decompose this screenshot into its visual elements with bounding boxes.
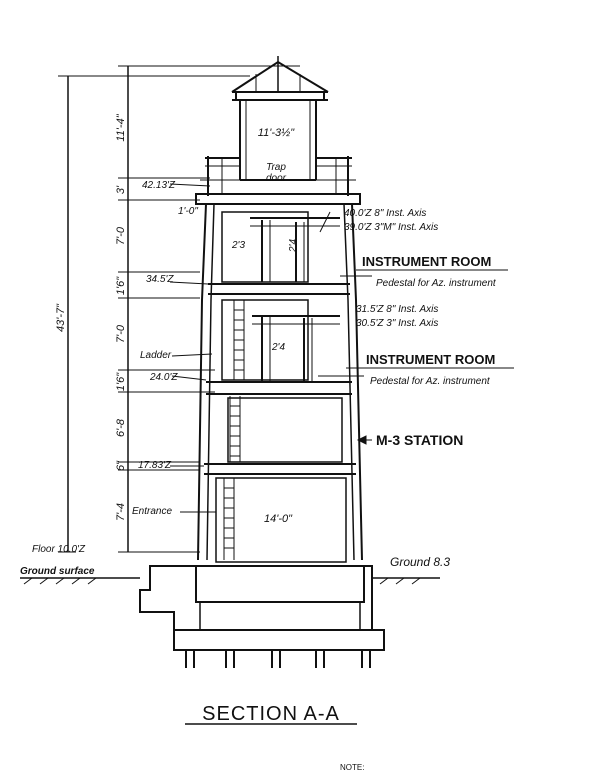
instrument-pedestals (250, 217, 340, 382)
ladder-label: Ladder (140, 350, 172, 361)
dim-d3: 7'-0 (115, 226, 127, 245)
pedestal-label-1: Pedestal for Az. instrument (376, 278, 497, 289)
dim-d6: 1'6" (115, 372, 127, 391)
pedestal-label-2: Pedestal for Az. instrument (370, 376, 491, 387)
leader-lines (169, 183, 514, 513)
top-width-label: 11'-3½" (258, 127, 295, 139)
base-width-label: 14'-0" (264, 513, 293, 525)
station-label: M-3 STATION (376, 432, 463, 448)
inst-axis-4: 30.5'Z 3" Inst. Axis (356, 318, 438, 329)
instrument-room-label-2: INSTRUMENT ROOM (366, 352, 495, 367)
inner-rooms (215, 211, 347, 563)
instrument-room-label-1: INSTRUMENT ROOM (362, 254, 491, 269)
inner-dim-2: 2'4 (288, 239, 299, 253)
note-label: NOTE: (340, 763, 364, 772)
lantern-roof (231, 56, 329, 101)
elevation-17-83: 17.83'Z (138, 460, 172, 471)
dim-d8: 6" (115, 460, 127, 471)
inst-axis-2: 39.0'Z 3"M" Inst. Axis (344, 222, 438, 233)
inst-axis-1: 40.0'Z 8" Inst. Axis (344, 208, 426, 219)
dim-d5: 7'-0 (115, 324, 127, 343)
dim-d7: 6'-8 (115, 418, 127, 437)
inner-dim-1: 2'3 (231, 240, 245, 251)
dim-d4: 1'6" (115, 276, 127, 295)
overall-height-label: 43'-7" (55, 303, 67, 332)
ground-elevation-label: Ground 8.3 (390, 555, 450, 569)
ground-line (20, 577, 440, 585)
floor-slabs (204, 283, 356, 475)
elevation-42-13: 42.13'Z (142, 180, 176, 191)
floor-elevation-label: Floor 10.0'Z (32, 544, 86, 555)
dim-d9: 7'-4 (115, 503, 127, 521)
foundation (139, 565, 385, 668)
trap-door-label-2: door (266, 173, 287, 184)
entrance-label: Entrance (132, 506, 172, 517)
roof-slab (195, 193, 361, 205)
elevation-24-0: 24.0'Z (149, 372, 178, 383)
elevation-1-0: 1'-0" (178, 206, 198, 217)
inst-axis-3: 31.5'Z 8" Inst. Axis (356, 304, 438, 315)
ground-surface-label: Ground surface (20, 566, 95, 577)
trap-door-label-1: Trap (266, 162, 286, 173)
ladders (223, 300, 245, 560)
elevation-34-5: 34.5'Z (146, 274, 174, 285)
dim-d2: 3' (115, 185, 127, 194)
section-title: SECTION A-A (202, 703, 340, 725)
dim-d1: 11'-4" (115, 113, 127, 141)
parapet-railing (200, 156, 356, 196)
inner-dim-3: 2'4 (271, 342, 285, 353)
